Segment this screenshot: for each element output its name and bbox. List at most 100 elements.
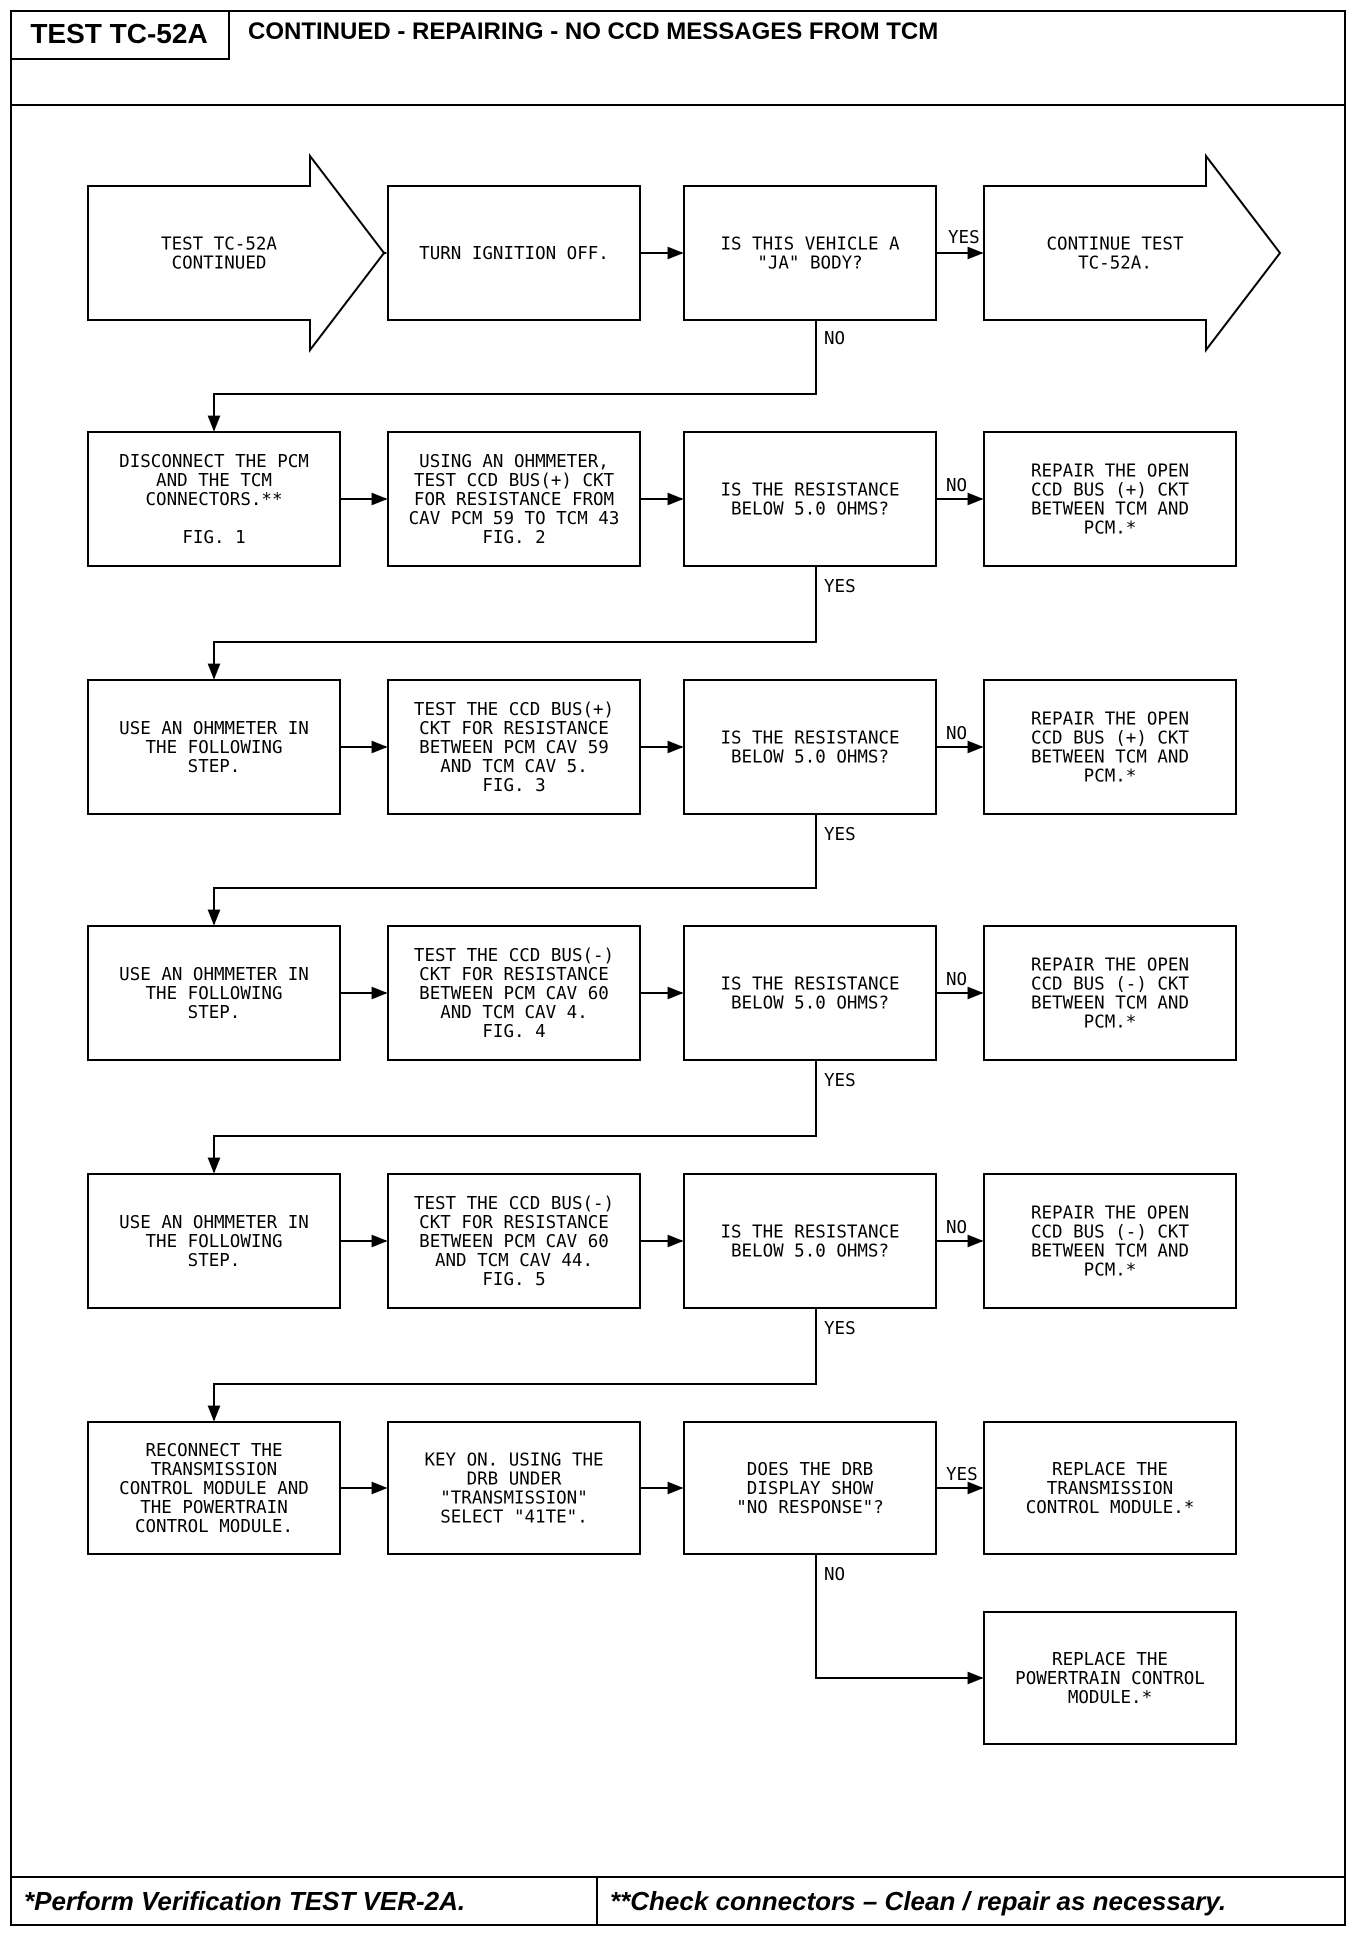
flow-node-line: CONTROL MODULE.* bbox=[1026, 1498, 1195, 1518]
flow-node-line: CAV PCM 59 TO TCM 43 bbox=[409, 509, 620, 529]
flow-node-line: TEST TC-52A bbox=[161, 235, 277, 255]
flow-node-shape bbox=[87, 925, 341, 1061]
flow-node-shape bbox=[683, 431, 937, 567]
flow-node-shape bbox=[87, 431, 341, 567]
flow-node-line: CONTINUED bbox=[172, 254, 267, 274]
edge-label: YES bbox=[824, 577, 856, 597]
flow-node-line: TURN IGNITION OFF. bbox=[419, 244, 609, 264]
flow-node-line: REPLACE THE bbox=[1052, 1650, 1168, 1670]
flow-arrow bbox=[207, 320, 817, 432]
edge-label: YES bbox=[824, 825, 856, 845]
flow-node-line: THE FOLLOWING bbox=[146, 738, 283, 758]
flow-node-line: PCM.* bbox=[1084, 519, 1137, 539]
flow-node-line: REPAIR THE OPEN bbox=[1031, 956, 1189, 976]
footer-column-divider bbox=[596, 1876, 598, 1926]
flow-node-line: PCM.* bbox=[1084, 767, 1137, 787]
flow-node-line: MODULE.* bbox=[1068, 1688, 1152, 1708]
flow-node-line: TRANSMISSION bbox=[151, 1460, 277, 1480]
flow-node-line: DISPLAY SHOW bbox=[747, 1479, 874, 1499]
flow-node-line: REPAIR THE OPEN bbox=[1031, 1204, 1189, 1224]
flow-node-line: BETWEEN PCM CAV 60 bbox=[419, 984, 609, 1004]
flow-node-shape bbox=[983, 153, 1282, 353]
flow-node-line: TRANSMISSION bbox=[1047, 1479, 1173, 1499]
flow-node-line: CCD BUS (+) CKT bbox=[1031, 481, 1190, 501]
flow-node-shape bbox=[983, 925, 1237, 1061]
flow-node-shape bbox=[387, 1173, 641, 1309]
flow-node-line: STEP. bbox=[188, 757, 241, 777]
flow-node-line: IS THIS VEHICLE A bbox=[720, 235, 900, 255]
page-title: CONTINUED - REPAIRING - NO CCD MESSAGES … bbox=[248, 18, 939, 45]
flow-arrow bbox=[207, 566, 817, 680]
flow-node-shape bbox=[87, 1421, 341, 1555]
flow-node-shape bbox=[87, 153, 386, 353]
flow-node-line: CKT FOR RESISTANCE bbox=[419, 965, 609, 985]
flow-node-line: USING AN OHMMETER, bbox=[419, 452, 609, 472]
flow-node-line: CONTINUE TEST bbox=[1047, 235, 1184, 255]
flow-node-line: THE POWERTRAIN bbox=[140, 1498, 288, 1518]
flow-node-shape bbox=[983, 1611, 1237, 1745]
flow-node-line: FIG. 1 bbox=[182, 528, 245, 548]
flow-node-shape bbox=[683, 679, 937, 815]
flow-node-line: DISCONNECT THE PCM bbox=[119, 452, 309, 472]
flow-node-line: USE AN OHMMETER IN bbox=[119, 1213, 309, 1233]
flow-arrow bbox=[815, 1554, 984, 1685]
flow-node-line: AND TCM CAV 5. bbox=[440, 757, 588, 777]
flow-node-line: BETWEEN TCM AND bbox=[1031, 1242, 1189, 1262]
flow-node-shape bbox=[87, 1173, 341, 1309]
flow-node-line: FOR RESISTANCE FROM bbox=[414, 490, 614, 510]
flow-node-line: TC-52A. bbox=[1078, 254, 1152, 274]
flow-node-line: TEST THE CCD BUS(+) bbox=[414, 700, 614, 720]
flow-node-line: BELOW 5.0 OHMS? bbox=[731, 500, 889, 520]
flow-node-line: "NO RESPONSE"? bbox=[736, 1498, 884, 1518]
edge-label: YES bbox=[824, 1319, 856, 1339]
edge-label: NO bbox=[824, 1565, 845, 1585]
flow-node-line: CKT FOR RESISTANCE bbox=[419, 1213, 609, 1233]
flow-node-line: THE FOLLOWING bbox=[146, 1232, 283, 1252]
flow-node-shape bbox=[387, 679, 641, 815]
flow-node-line: IS THE RESISTANCE bbox=[720, 1223, 899, 1243]
flow-arrow bbox=[207, 814, 817, 926]
flow-node-text: IS THIS VEHICLE A"JA" BODY? bbox=[720, 235, 900, 274]
footer-divider bbox=[10, 1876, 1346, 1878]
flow-node-line: TEST CCD BUS(+) CKT bbox=[414, 471, 615, 491]
flow-node-line: CONTROL MODULE. bbox=[135, 1517, 293, 1537]
page-frame bbox=[10, 10, 1346, 1926]
flow-node-shape bbox=[983, 1421, 1237, 1555]
flow-node-line: BETWEEN PCM CAV 59 bbox=[419, 738, 609, 758]
flow-node-text: TURN IGNITION OFF. bbox=[419, 244, 609, 264]
flow-node-line: TEST THE CCD BUS(-) bbox=[414, 1194, 614, 1214]
flow-node-line: "TRANSMISSION" bbox=[440, 1489, 588, 1509]
flow-node-line: IS THE RESISTANCE bbox=[720, 729, 899, 749]
flow-node-line: IS THE RESISTANCE bbox=[720, 481, 899, 501]
flow-node-shape bbox=[983, 679, 1237, 815]
edge-label: YES bbox=[824, 1071, 856, 1091]
flow-node-line: CONTROL MODULE AND bbox=[119, 1479, 309, 1499]
flow-arrow bbox=[207, 1060, 817, 1174]
flow-node-shape bbox=[387, 1421, 641, 1555]
